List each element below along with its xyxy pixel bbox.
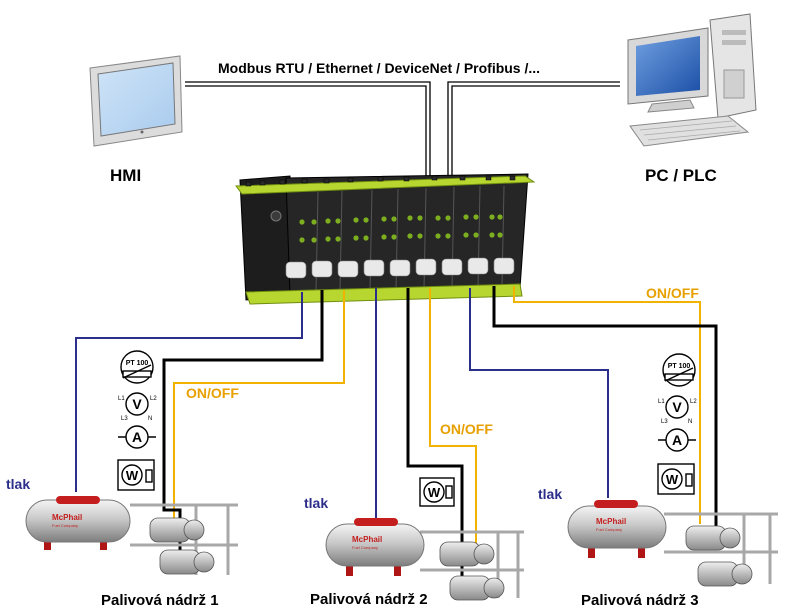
svg-text:W: W xyxy=(126,468,139,483)
onoff-label-2: ON/OFF xyxy=(440,421,493,437)
tank-label-3: Palivová nádrž 3 xyxy=(581,592,699,609)
tank-brand-logo: McPhail xyxy=(52,513,82,522)
svg-text:L2: L2 xyxy=(150,396,157,402)
tank-label-2: Palivová nádrž 2 xyxy=(310,591,428,608)
svg-text:L1: L1 xyxy=(658,399,665,405)
voltmeter-icon: V L1 L2 L3 N xyxy=(658,395,697,425)
svg-text:N: N xyxy=(148,416,152,422)
network-protocols-label: Modbus RTU / Ethernet / DeviceNet / Prof… xyxy=(218,60,541,76)
svg-text:A: A xyxy=(132,429,142,445)
onoff-label-1: ON/OFF xyxy=(186,385,239,401)
fuel-tank-3: McPhail Fuel Company xyxy=(567,500,667,558)
pump-group xyxy=(149,517,753,601)
fuel-pipes xyxy=(130,503,778,598)
wattmeter-icon: W xyxy=(657,463,695,495)
svg-text:N: N xyxy=(688,419,692,425)
svg-text:L2: L2 xyxy=(690,399,697,405)
onoff-wires xyxy=(173,286,701,545)
fuel-tank-2: McPhail Fuel Company xyxy=(325,518,425,576)
wattmeter-icon: W xyxy=(117,459,155,491)
svg-text:PT 100: PT 100 xyxy=(126,360,149,367)
wattmeter-icon: W xyxy=(419,477,455,507)
svg-text:W: W xyxy=(666,472,679,487)
voltmeter-icon: V L1 L2 L3 N xyxy=(118,392,157,422)
hmi-panel-icon xyxy=(89,55,183,147)
sensor-column-3: PT 100 V L1 L2 L3 N A W xyxy=(657,353,697,495)
ammeter-icon: A xyxy=(658,428,696,452)
pt100-sensor-icon: PT 100 xyxy=(120,350,154,384)
tank-label-1: Palivová nádrž 1 xyxy=(101,592,219,609)
ammeter-icon: A xyxy=(118,425,156,449)
svg-text:PT 100: PT 100 xyxy=(668,363,691,370)
io-module-rack xyxy=(235,173,536,305)
pc-plc-label: PC / PLC xyxy=(645,166,717,185)
svg-text:L3: L3 xyxy=(661,419,668,425)
svg-text:L3: L3 xyxy=(121,416,128,422)
pressure-label-3: tlak xyxy=(538,486,563,502)
hmi-label: HMI xyxy=(110,166,142,185)
fuel-tank-1: McPhail Fuel Company xyxy=(25,496,131,550)
sensor-column-1: PT 100 V L1 L2 L3 N A W xyxy=(117,350,157,491)
pressure-label-2: tlak xyxy=(304,495,329,511)
svg-text:L1: L1 xyxy=(118,396,125,402)
svg-text:W: W xyxy=(428,485,441,500)
network-bus xyxy=(185,81,620,178)
svg-text:V: V xyxy=(132,396,142,412)
tank-brand-sub: Fuel Company xyxy=(52,523,78,528)
pc-icon xyxy=(627,13,757,147)
pt100-sensor-icon: PT 100 xyxy=(662,353,696,387)
tank-brand-sub: Fuel Company xyxy=(596,527,622,532)
onoff-label-3: ON/OFF xyxy=(646,285,699,301)
tank-brand-sub: Fuel Company xyxy=(352,545,378,550)
pressure-label-1: tlak xyxy=(6,476,31,492)
pressure-wires xyxy=(75,288,609,520)
svg-text:A: A xyxy=(672,432,682,448)
tank-brand-logo: McPhail xyxy=(352,535,382,544)
svg-text:V: V xyxy=(672,399,682,415)
tank-brand-logo: McPhail xyxy=(596,517,626,526)
